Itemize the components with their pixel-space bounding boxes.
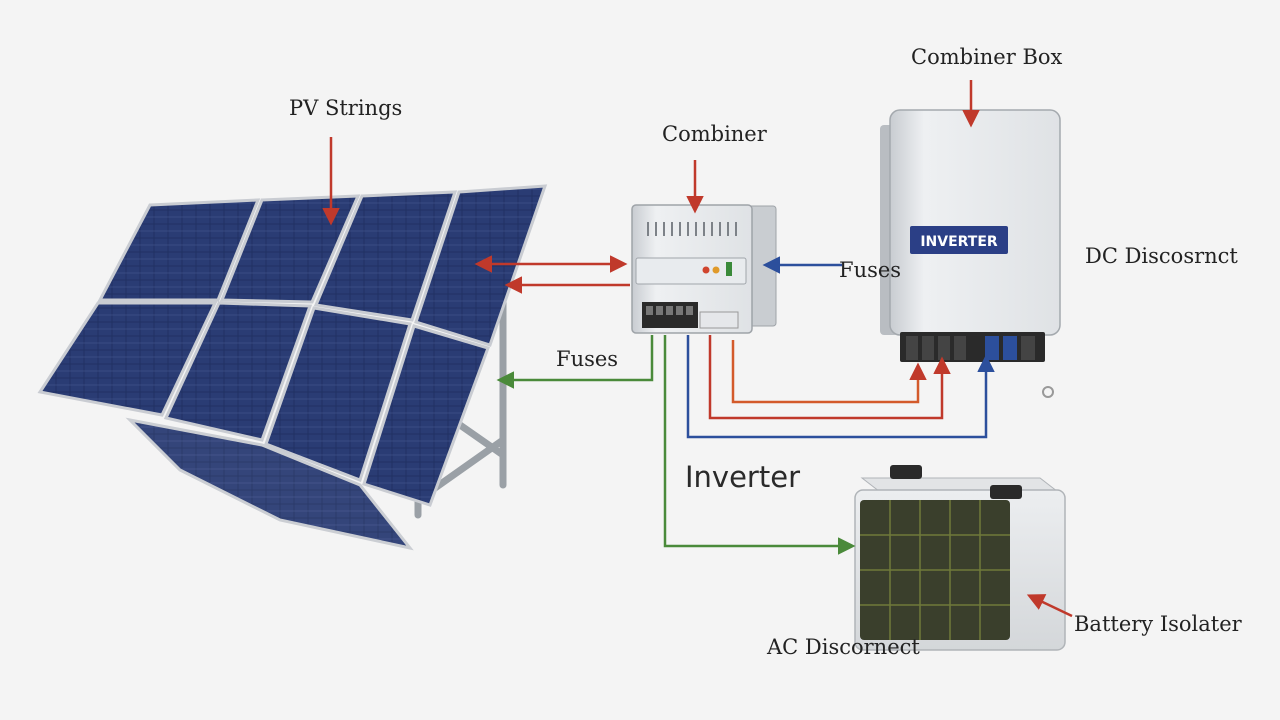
wire-green-to-battery — [663, 335, 856, 555]
label-combiner-box: Combiner Box — [911, 45, 1063, 69]
label-inverter: Inverter — [685, 460, 800, 494]
label-fuses-right: Fuses — [839, 258, 902, 282]
battery-terminal-right — [990, 485, 1022, 499]
panel-bottom-1 — [37, 301, 218, 417]
panel-bottom-3 — [264, 306, 412, 482]
indicator-light-orange — [712, 266, 720, 274]
panel-top-3 — [313, 190, 458, 322]
label-pv-strings: PV Strings — [289, 96, 403, 120]
enclosure-cable-glands — [906, 336, 1035, 360]
label-combiner: Combiner — [662, 122, 767, 146]
inverter-nameplate — [910, 226, 1008, 254]
combiner-terminals — [646, 306, 693, 315]
label-battery-isolater: Battery Isolater — [1074, 612, 1242, 636]
battery-bank — [854, 465, 1066, 651]
panel-bottom-2 — [163, 301, 313, 442]
panel-lower-extra — [125, 417, 414, 551]
label-ac-disconnect: AC Discornect — [767, 635, 920, 659]
panel-top-1 — [97, 198, 261, 302]
solar-panel-array — [37, 184, 548, 551]
panel-bottom-4 — [362, 324, 490, 507]
wire-blue-to-enclosure — [686, 335, 995, 439]
combiner-unit — [631, 204, 777, 334]
pointer-battery-isolater — [1026, 594, 1073, 618]
battery-cells — [860, 500, 1010, 640]
label-dc-disconnect: DC Discosrnct — [1085, 244, 1238, 268]
battery-terminal-left — [890, 465, 922, 479]
indicator-light-red — [702, 266, 710, 274]
combiner-box-enclosure: INVERTER — [880, 109, 1061, 398]
wiring — [322, 80, 1073, 618]
wire-red-to-enclosure — [708, 335, 951, 420]
label-fuses-left: Fuses — [556, 347, 619, 371]
inverter-nameplate-text: INVERTER — [920, 234, 998, 250]
wire-fuses-green-left — [496, 335, 654, 389]
combiner-vent-grille — [647, 222, 737, 236]
wire-orange-to-enclosure — [731, 340, 927, 404]
